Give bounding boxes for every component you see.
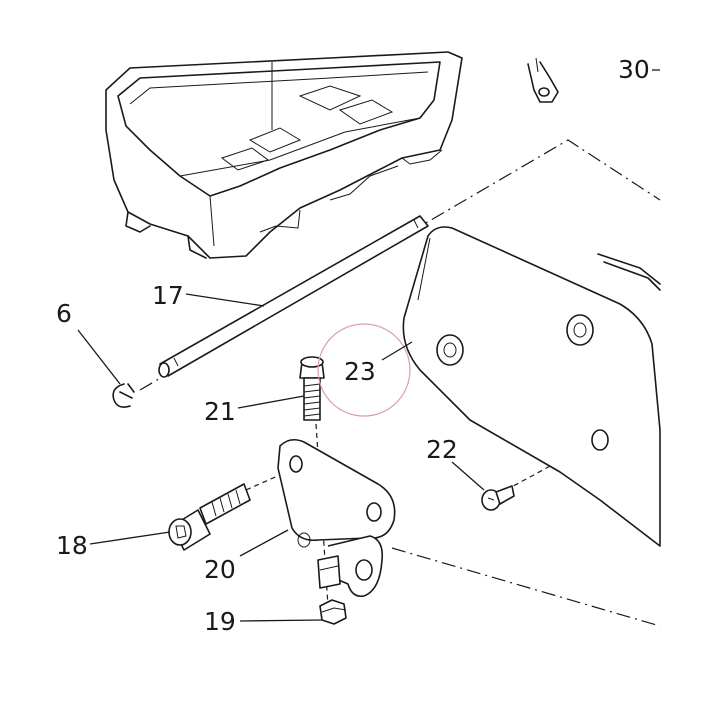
frame-plate [402,226,661,547]
upper-bracket [527,57,559,103]
label-30: 30 [618,55,650,84]
label-22: 22 [426,435,458,464]
leader-23 [381,341,413,361]
highlight-circle [317,323,411,417]
screw-22 [481,485,515,511]
label-23: 23 [344,357,376,386]
battery-tray [105,51,463,259]
label-6: 6 [56,299,72,328]
leader-20 [239,529,289,557]
leader-21 [237,395,305,409]
bolt-18 [168,483,251,551]
label-20: 20 [204,555,236,584]
guide-line-lower [391,547,661,627]
label-19: 19 [204,607,236,636]
bolt-21 [299,356,325,421]
leader-18 [89,531,171,545]
mounting-bracket [277,438,396,598]
label-21: 21 [204,397,236,426]
label-18: 18 [56,531,88,560]
label-17: 17 [152,281,184,310]
rod [158,215,429,378]
leader-19 [239,619,323,622]
e-ring [112,383,135,408]
leader-6 [77,329,121,385]
leader-17 [185,293,265,307]
nut-19 [319,599,347,625]
leader-22 [451,461,485,491]
